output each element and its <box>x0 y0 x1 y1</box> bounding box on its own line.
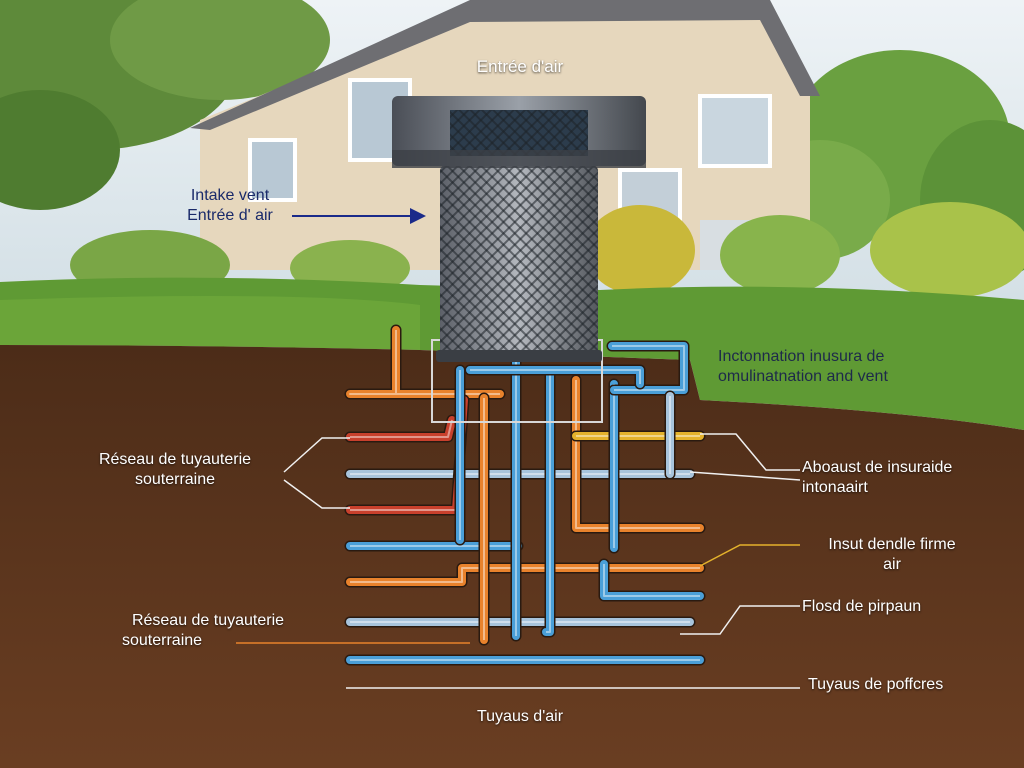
network-top-line2: souterraine <box>134 471 216 488</box>
pipe-orange-2-highlight <box>350 567 700 583</box>
tree-left <box>0 0 330 210</box>
vent-mesh <box>440 165 598 360</box>
leader-insut <box>699 544 800 567</box>
leader-network-top <box>283 437 350 473</box>
pipe-orange-2 <box>346 564 704 586</box>
pipe-blue-loop <box>608 342 688 394</box>
insut-line2: air <box>883 556 901 573</box>
pipe-blue-2 <box>600 560 704 600</box>
leader-flow <box>680 605 800 635</box>
title-label: Entrée d'air <box>476 57 564 76</box>
intake-label-line1: Intake vent <box>190 187 270 204</box>
insut-label: Insut dendle firme air <box>802 535 982 575</box>
pipe-red-1-highlight <box>350 419 453 438</box>
intake-vent[interactable] <box>392 96 646 362</box>
bottom-label: Tuyaus d'air <box>476 708 564 725</box>
combo-line2: omulinatnation and vent <box>718 368 888 385</box>
pipe-red-1 <box>346 416 456 441</box>
pipe-blue-vert-3 <box>542 368 554 636</box>
network-bottom-line1: Réseau de tuyauterie <box>131 612 285 629</box>
pipe-orange-3 <box>572 376 704 532</box>
pipe-orange-3-highlight <box>575 380 700 529</box>
flow-label: Flosd de pirpaun <box>802 598 922 615</box>
exhaust-label: Aboaust de insuraide intonaairt <box>802 458 952 498</box>
leader-lines <box>236 433 801 689</box>
intake-label-line2: Entrée d' air <box>187 207 273 224</box>
intake-label: Intake vent Entrée d' air <box>160 186 300 226</box>
pipe-orange-top-highlight <box>349 330 500 395</box>
pipe-network <box>344 324 706 666</box>
pipe-orange-top <box>346 326 504 398</box>
pipe-blue-2-highlight <box>603 564 700 597</box>
leader-exhaust-2 <box>689 471 801 481</box>
combo-label: Inctonnation inusura de omulinatnation a… <box>718 347 888 387</box>
leader-network-top-2 <box>283 479 350 509</box>
network-top-line1: Réseau de tuyauterie <box>98 451 252 468</box>
exhaust-line2: intonaairt <box>802 479 868 496</box>
pipe-blue-top-highlight <box>470 369 641 384</box>
pipe-blue-loop-highlight <box>612 345 685 391</box>
exhaust-line1: Aboaust de insuraide <box>802 459 953 476</box>
combo-line1: Inctonnation inusura de <box>718 348 885 365</box>
pipe-blue-top <box>466 366 644 388</box>
vent-base <box>436 350 602 362</box>
network-bottom-label: Réseau de tuyauterie souterraine <box>108 611 308 651</box>
pipe-blue-vert-3-highlight <box>546 372 551 633</box>
leader-exhaust <box>700 433 800 471</box>
network-top-label: Réseau de tuyauterie souterraine <box>60 450 290 490</box>
insut-line1: Insut dendle firme <box>828 536 956 553</box>
pipes-label: Tuyaus de poffcres <box>808 676 944 693</box>
network-bottom-line2: souterraine <box>122 632 203 649</box>
